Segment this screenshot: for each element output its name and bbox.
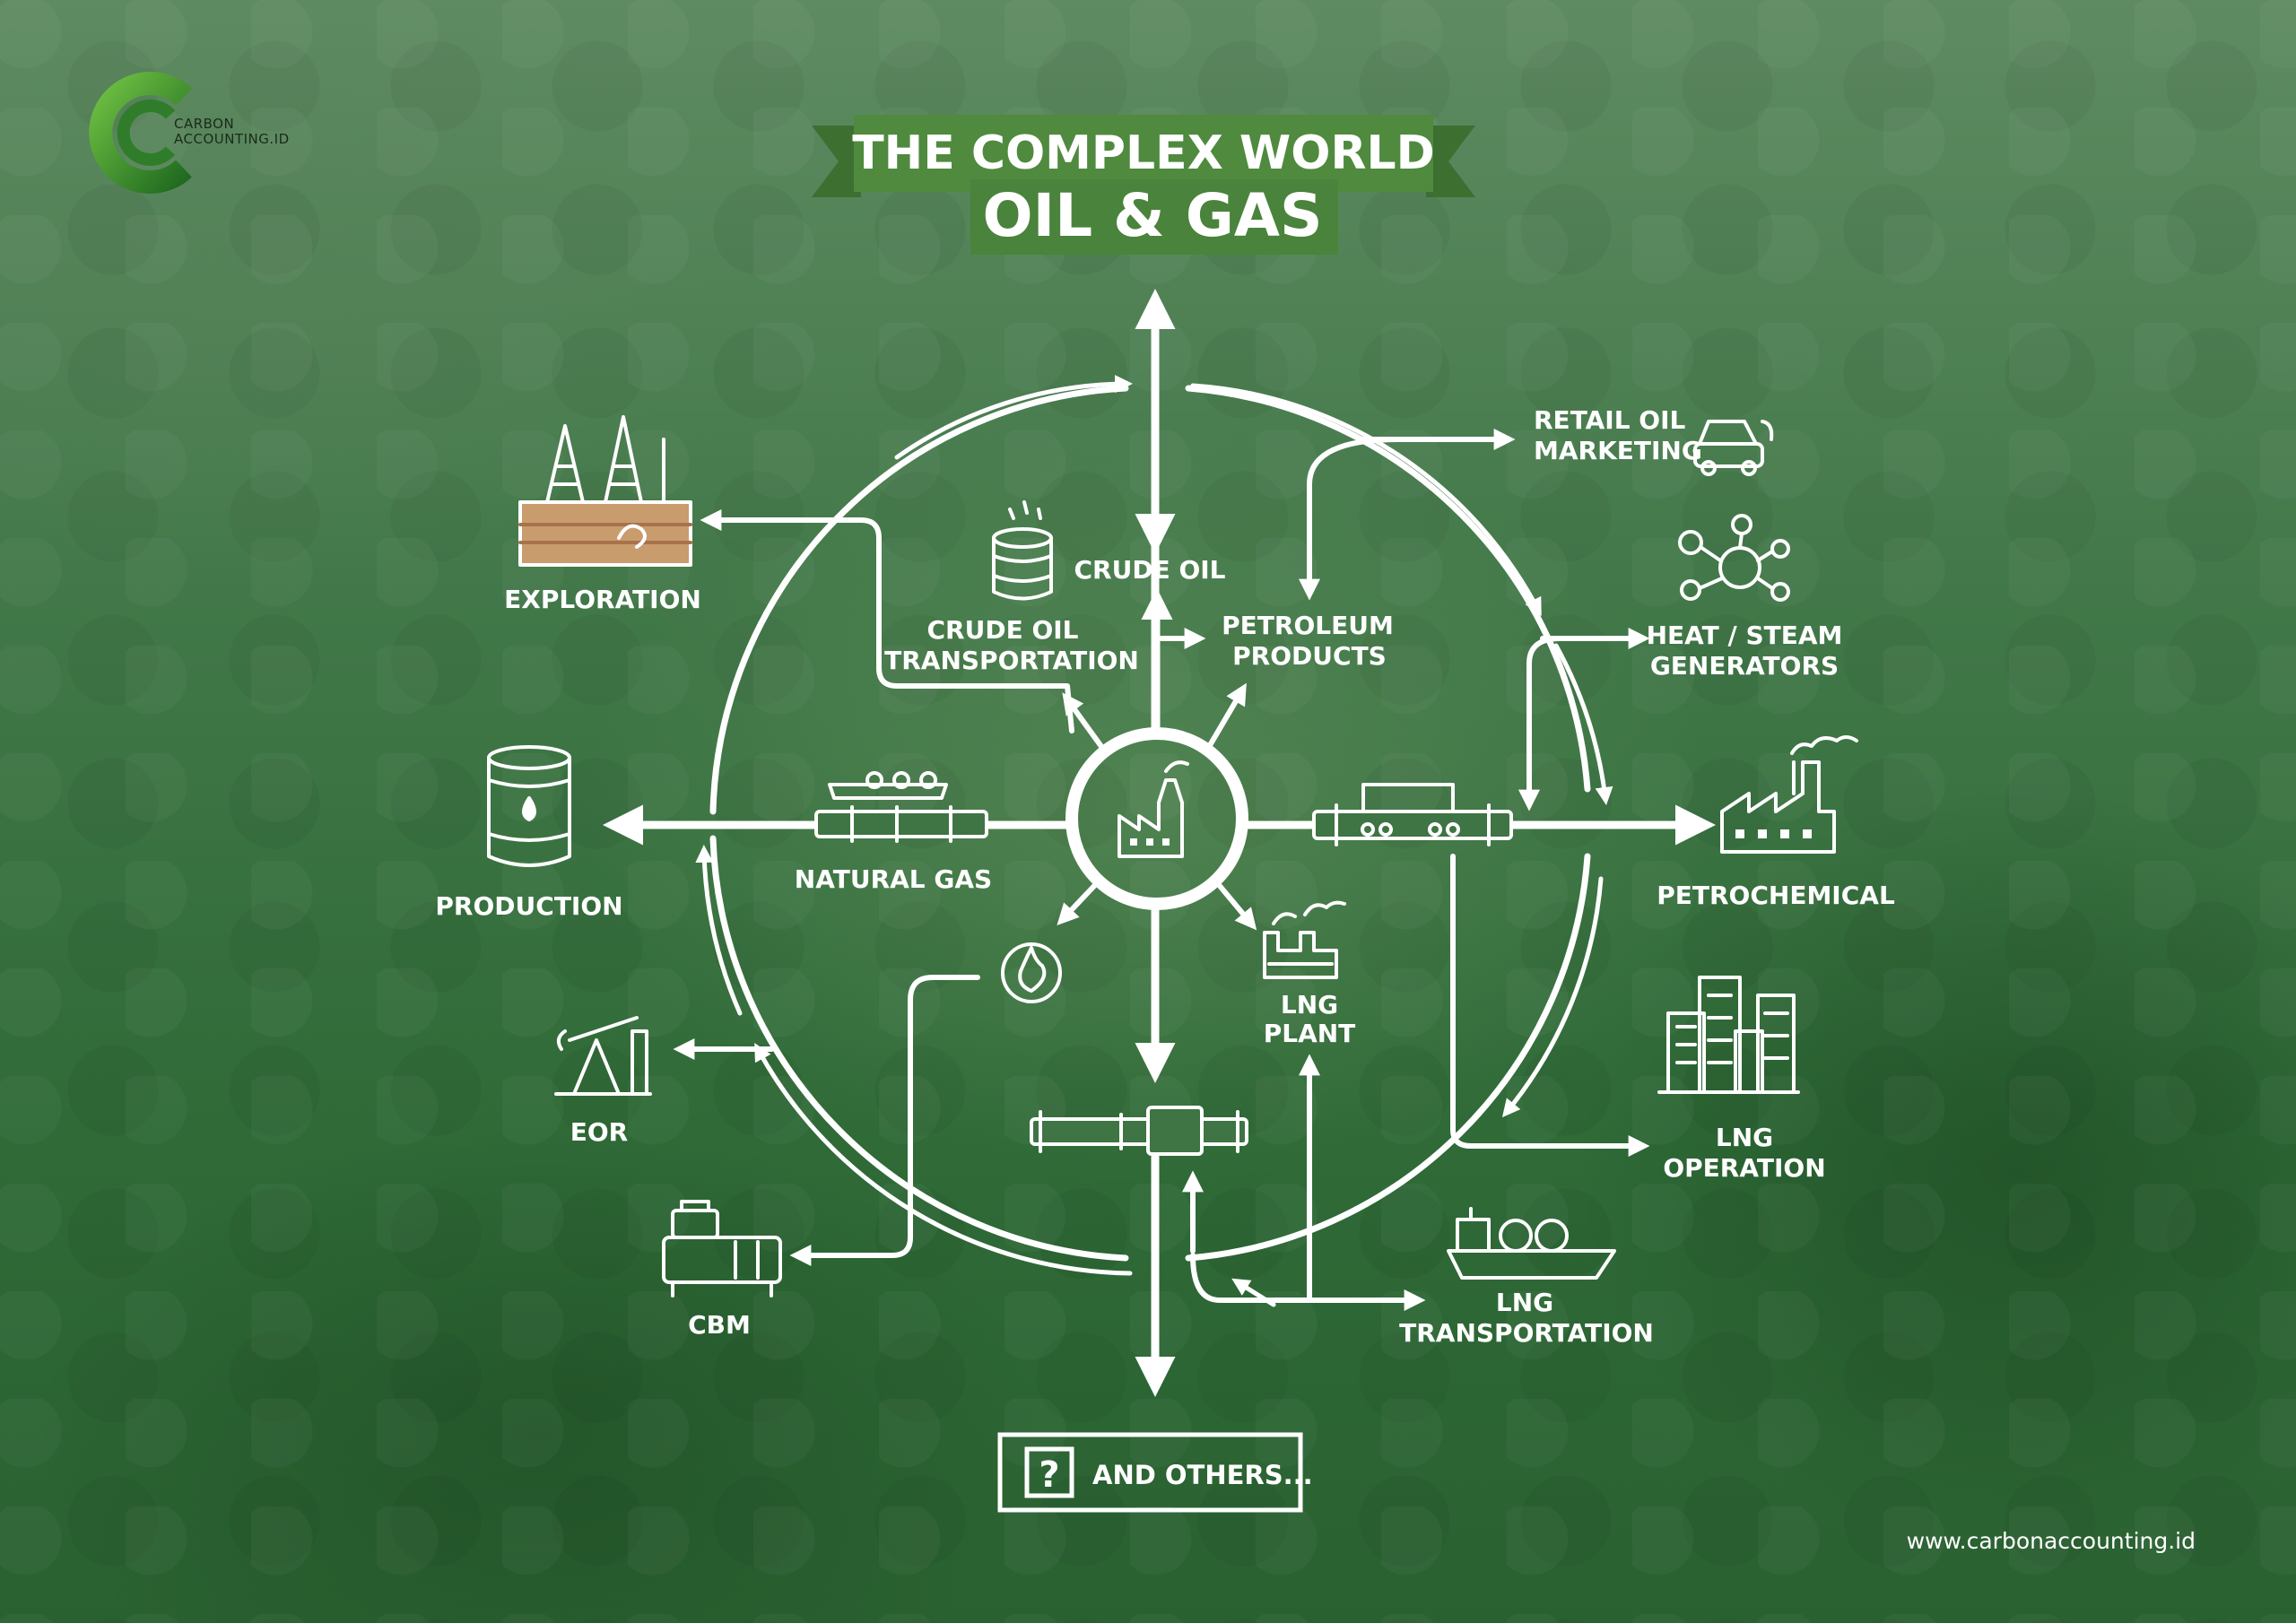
carbon-accounting-logo — [89, 72, 192, 194]
connectors — [673, 429, 1650, 1311]
label-crude-oil-transportation-2: TRANSPORTATION — [884, 646, 1139, 675]
label-natural-gas: NATURAL GAS — [795, 864, 992, 894]
label-lng-operation-1: LNG — [1716, 1123, 1773, 1152]
label-petroleum-products-2: PRODUCTS — [1232, 641, 1387, 671]
heat-steam-generators-item: HEAT / STEAM GENERATORS — [1647, 514, 1843, 681]
label-crude-oil: CRUDE OIL — [1074, 555, 1225, 585]
production-item: PRODUCTION — [435, 745, 623, 921]
flame-icon — [1001, 942, 1062, 1003]
label-petroleum-products-1: PETROLEUM — [1222, 611, 1394, 640]
label-retail-1: RETAIL OIL — [1534, 405, 1686, 435]
title-line-2: OIL & GAS — [982, 181, 1322, 250]
label-lng-transport-1: LNG — [1496, 1288, 1553, 1317]
lng-ship-icon — [1447, 1207, 1616, 1280]
website-link[interactable]: www.carbonaccounting.id — [1906, 1528, 2196, 1554]
drilling-rig-icon — [518, 415, 692, 567]
bottom-pipeline-icon — [1030, 1106, 1248, 1156]
molecule-network-icon — [1678, 514, 1790, 602]
compressor-pipeline-icon — [1312, 783, 1513, 846]
question-mark-icon — [1024, 1446, 1074, 1498]
lng-plant-icon — [1263, 900, 1346, 979]
crude-oil-barrel-icon — [992, 500, 1053, 601]
label-lng-plant-1: LNG — [1281, 990, 1338, 1020]
lng-transportation-item: LNG TRANSPORTATION — [1399, 1207, 1654, 1348]
natural-gas-pipeline-icon — [814, 771, 988, 843]
city-buildings-icon — [1657, 976, 1800, 1094]
eor-item: EOR — [554, 1016, 652, 1147]
label-cbm: CBM — [688, 1310, 751, 1340]
petrochemical-item: PETROCHEMICAL — [1657, 735, 1895, 910]
label-heat-2: GENERATORS — [1650, 651, 1839, 681]
label-lng-operation-2: OPERATION — [1663, 1153, 1825, 1183]
logo-line-2: ACCOUNTING.ID — [174, 131, 290, 147]
label-heat-1: HEAT / STEAM — [1647, 621, 1843, 650]
label-petrochemical: PETROCHEMICAL — [1657, 881, 1895, 910]
label-production: PRODUCTION — [435, 891, 622, 921]
label-exploration: EXPLORATION — [504, 585, 701, 614]
cycle-ring — [695, 375, 1613, 1276]
label-and-others: AND OTHERS... — [1092, 1460, 1313, 1490]
lng-operation-item: LNG OPERATION — [1657, 976, 1826, 1183]
central-refinery-hub — [1065, 727, 1248, 910]
refinery-icon — [1118, 760, 1189, 858]
label-lng-transport-2: TRANSPORTATION — [1399, 1318, 1654, 1348]
retail-oil-marketing-item: RETAIL OIL MARKETING — [1534, 405, 1774, 476]
factory-icon — [1720, 735, 1858, 854]
car-icon — [1693, 420, 1774, 476]
cbm-item: CBM — [662, 1200, 782, 1340]
logo-line-1: CARBON — [174, 116, 235, 132]
label-eor: EOR — [570, 1117, 629, 1147]
title-banner: THE COMPLEX WORLD OIL & GAS — [812, 115, 1475, 255]
main-axes — [603, 289, 1716, 1397]
pump-jack-icon — [554, 1016, 652, 1096]
exploration-item: EXPLORATION — [504, 415, 701, 614]
logo-text: CARBON ACCOUNTING.ID — [174, 117, 290, 147]
compressor-icon — [662, 1200, 782, 1298]
title-line-1: THE COMPLEX WORLD — [852, 126, 1435, 180]
question-mark-symbol: ? — [1039, 1454, 1059, 1496]
label-crude-oil-transportation-1: CRUDE OIL — [926, 615, 1078, 645]
and-others-box: ? AND OTHERS... — [997, 1432, 1313, 1513]
label-lng-plant-2: PLANT — [1264, 1019, 1356, 1048]
label-retail-2: MARKETING — [1534, 436, 1702, 465]
oil-barrel-icon — [487, 745, 571, 867]
